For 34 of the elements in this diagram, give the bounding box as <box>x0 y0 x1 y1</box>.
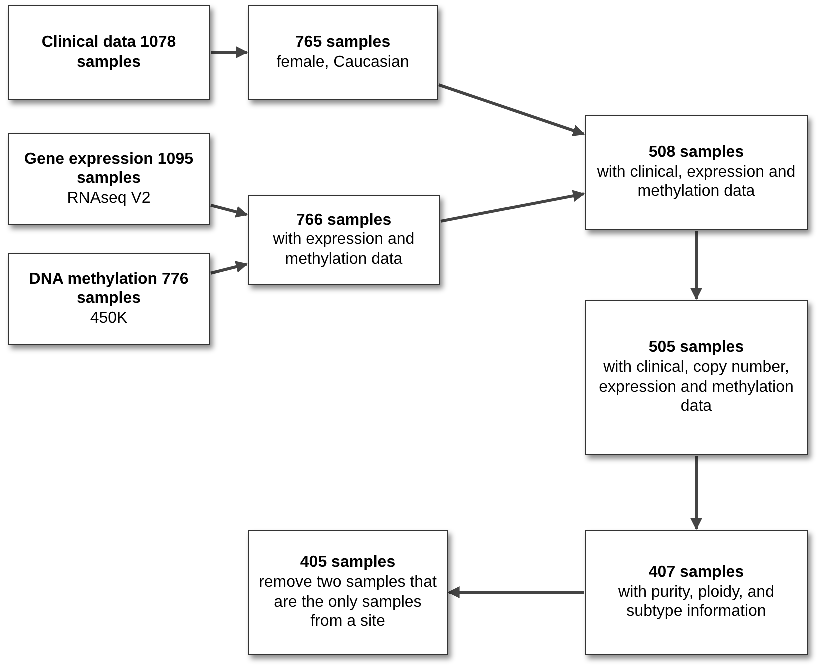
box-description: with clinical, copy number, expression and methylation data <box>598 358 795 417</box>
box-heading: 508 samples <box>648 143 744 163</box>
box-description: with clinical, expression and methylation data <box>596 162 797 202</box>
process-box <box>248 530 448 655</box>
box-description: female, Caucasian <box>276 52 410 72</box>
process-box <box>248 5 438 100</box>
process-box <box>585 530 808 655</box>
arrow <box>440 190 586 223</box>
box-heading: Clinical data 1078 samples <box>40 32 178 72</box>
process-box <box>8 253 210 345</box>
box-heading: 505 samples <box>648 338 744 358</box>
arrow <box>438 84 586 137</box>
box-heading: Gene expression 1095 samples <box>24 150 194 189</box>
arrow <box>690 231 702 300</box>
box-description: RNAseq V2 <box>67 188 151 208</box>
box-description: remove two samples that are the only samples from a site <box>258 572 438 632</box>
box-heading: 405 samples <box>300 553 396 573</box>
arrow <box>448 586 584 598</box>
box-heading: DNA methylation 776 samples <box>28 270 190 309</box>
box-description: 450K <box>90 308 128 328</box>
arrow <box>690 456 702 530</box>
arrow <box>210 204 248 218</box>
arrow <box>210 261 248 275</box>
process-box <box>585 115 808 230</box>
box-heading: 407 samples <box>648 563 744 583</box>
box-description: with purity, ploidy, and subtype information <box>618 582 776 622</box>
box-heading: 766 samples <box>296 210 392 230</box>
process-box <box>8 133 210 225</box>
process-box <box>248 195 440 285</box>
process-box <box>8 5 210 100</box>
box-heading: 765 samples <box>295 32 391 52</box>
process-box <box>585 300 808 455</box>
arrow <box>211 46 248 58</box>
box-description: with expression and methylation data <box>272 230 416 270</box>
